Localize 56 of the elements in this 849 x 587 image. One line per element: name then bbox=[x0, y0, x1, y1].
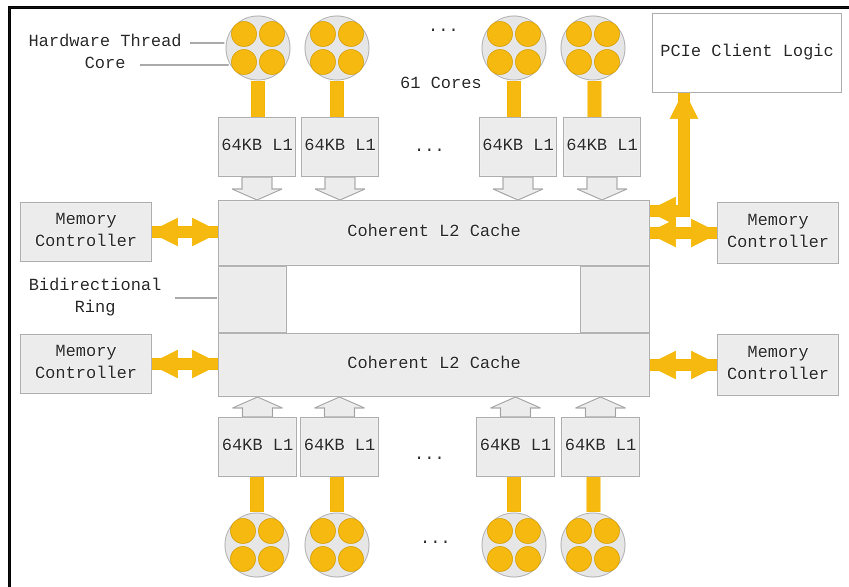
core-drawing bbox=[481, 15, 547, 81]
cache-box: Coherent L2 Cache bbox=[218, 333, 650, 397]
block-arrow bbox=[490, 396, 542, 418]
core-drawing bbox=[225, 15, 291, 81]
memory-controller-box: Memory Controller bbox=[20, 202, 152, 262]
bus-connector bbox=[586, 477, 600, 512]
double-arrow bbox=[647, 218, 720, 248]
memory-controller-box: Memory Controller bbox=[717, 202, 839, 264]
core-drawing bbox=[304, 512, 370, 578]
block-arrow bbox=[576, 176, 628, 201]
ellipsis-text: ... bbox=[414, 138, 445, 157]
block-arrow bbox=[574, 396, 626, 418]
cache-box: 64KB L1 bbox=[218, 417, 297, 477]
double-arrow bbox=[149, 218, 221, 246]
bus-connector bbox=[507, 477, 521, 512]
leader-line bbox=[190, 42, 225, 44]
cache-box: 64KB L1 bbox=[301, 117, 379, 177]
cache-box: 64KB L1 bbox=[300, 417, 379, 477]
ring-segment bbox=[580, 266, 650, 333]
double-arrow bbox=[647, 350, 720, 380]
block-arrow bbox=[314, 176, 366, 201]
logic-box: PCIe Client Logic bbox=[652, 13, 842, 93]
ellipsis-text: ... bbox=[420, 530, 451, 549]
memory-controller-box: Memory Controller bbox=[717, 334, 839, 396]
core-drawing bbox=[304, 15, 370, 81]
core-drawing bbox=[481, 512, 547, 578]
cache-box: Coherent L2 Cache bbox=[218, 200, 650, 266]
memory-controller-box: Memory Controller bbox=[20, 334, 152, 394]
block-arrow bbox=[232, 396, 284, 418]
bus-connector bbox=[588, 81, 602, 117]
ellipsis-text: ... bbox=[428, 18, 459, 37]
core-count-text: 61 Cores bbox=[400, 75, 482, 94]
cache-box: 64KB L1 bbox=[218, 117, 296, 177]
annotation-text: Bidirectional Ring bbox=[15, 273, 175, 323]
annotation-text: Core bbox=[70, 54, 140, 76]
core-drawing bbox=[224, 512, 290, 578]
cache-box: 64KB L1 bbox=[563, 117, 641, 177]
bus-connector bbox=[250, 477, 264, 512]
bus-connector bbox=[330, 477, 344, 512]
block-arrow bbox=[492, 176, 544, 201]
block-arrow bbox=[231, 176, 283, 201]
cache-box: 64KB L1 bbox=[561, 417, 640, 477]
block-arrow bbox=[314, 396, 366, 418]
bus-connector bbox=[330, 81, 344, 117]
double-arrow bbox=[647, 90, 698, 226]
annotation-text: Hardware Thread bbox=[20, 32, 190, 54]
leader-line bbox=[140, 64, 230, 66]
bus-connector bbox=[251, 81, 265, 117]
ellipsis-text: ... bbox=[414, 446, 445, 465]
core-drawing bbox=[560, 15, 626, 81]
cache-box: 64KB L1 bbox=[479, 117, 557, 177]
ring-segment bbox=[218, 266, 287, 333]
bus-connector bbox=[507, 81, 521, 117]
cache-box: 64KB L1 bbox=[476, 417, 555, 477]
double-arrow bbox=[149, 350, 221, 378]
core-drawing bbox=[560, 512, 626, 578]
